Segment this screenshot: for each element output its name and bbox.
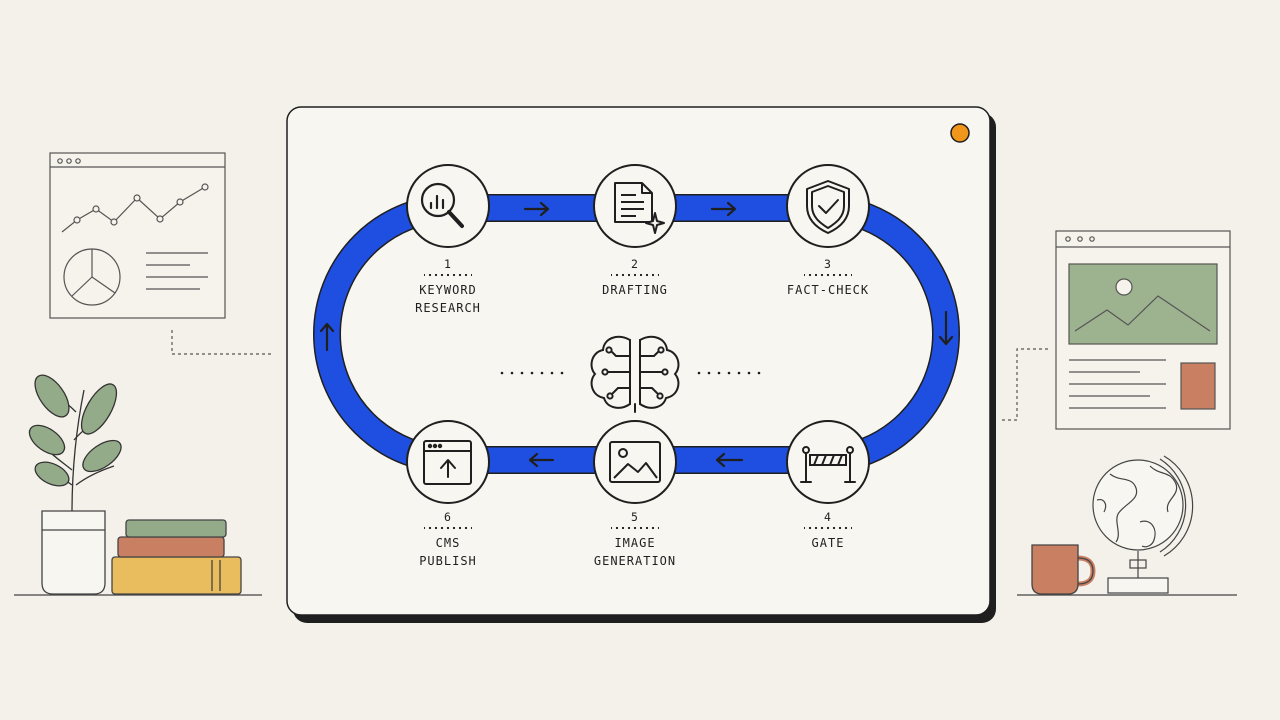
step-dots [804,524,852,532]
step-node-4 [786,420,870,504]
document-sparkle-icon [614,182,665,234]
connector-dashed-right [1000,348,1048,421]
step-title-line: DRAFTING [602,283,668,297]
analytics-window-illustration [49,152,226,319]
step-node-6 [406,420,490,504]
arrow-right-icon [710,201,737,217]
books-stack [111,519,242,595]
step-node-3 [786,164,870,248]
step-title-line: PUBLISH [419,554,477,568]
connector-dashed-left [171,330,272,355]
line-chart-icon [61,186,206,233]
step-node-5 [593,420,677,504]
image-icon [609,441,661,483]
pie-chart-icon [63,248,121,306]
step-title-line: GATE [811,536,845,550]
barrier-gate-icon [800,446,856,483]
brain-circuit-icon [590,335,680,413]
step-title-line: FACT-CHECK [786,283,870,297]
step-number: 1 [444,257,452,271]
step-number: 2 [631,257,639,271]
arrow-right-icon [523,201,550,217]
step-dots [804,271,852,279]
step-label-5: 5 IMAGE GENERATION [555,511,715,570]
step-title-line: KEYWORD [419,283,477,297]
step-number: 6 [444,510,452,524]
arrow-up-icon [319,322,335,352]
arrow-left-icon [528,452,555,468]
step-label-1: 1 KEYWORD RESEARCH [368,258,528,317]
magnifier-chart-icon [420,182,464,228]
globe-icon [1092,455,1194,594]
step-dots [424,271,472,279]
article-window-illustration [1055,230,1231,430]
plant-pot [41,510,106,595]
step-dots [611,524,659,532]
shield-check-icon [806,180,850,234]
step-label-3: 3 FACT-CHECK [748,258,908,299]
step-number: 5 [631,510,639,524]
mountain-icon [1074,295,1211,332]
status-indicator-dot [950,123,970,143]
step-title-line: CMS [435,536,461,550]
center-connector-dots [500,371,761,375]
step-label-4: 4 GATE [748,511,908,552]
plant-icon [28,374,122,513]
step-dots [424,524,472,532]
step-label-6: 6 CMS PUBLISH [368,511,528,570]
arrow-left-icon [715,452,744,468]
step-label-2: 2 DRAFTING [555,258,715,299]
browser-upload-icon [423,440,472,485]
step-dots [611,271,659,279]
step-title-line: RESEARCH [415,301,481,315]
step-node-2 [593,164,677,248]
coffee-mug [1031,544,1096,595]
step-title-line: GENERATION [593,554,677,568]
step-number: 4 [824,510,832,524]
arrow-down-icon [938,310,954,346]
step-title-line: IMAGE [614,536,656,550]
step-number: 3 [824,257,832,271]
step-node-1 [406,164,490,248]
